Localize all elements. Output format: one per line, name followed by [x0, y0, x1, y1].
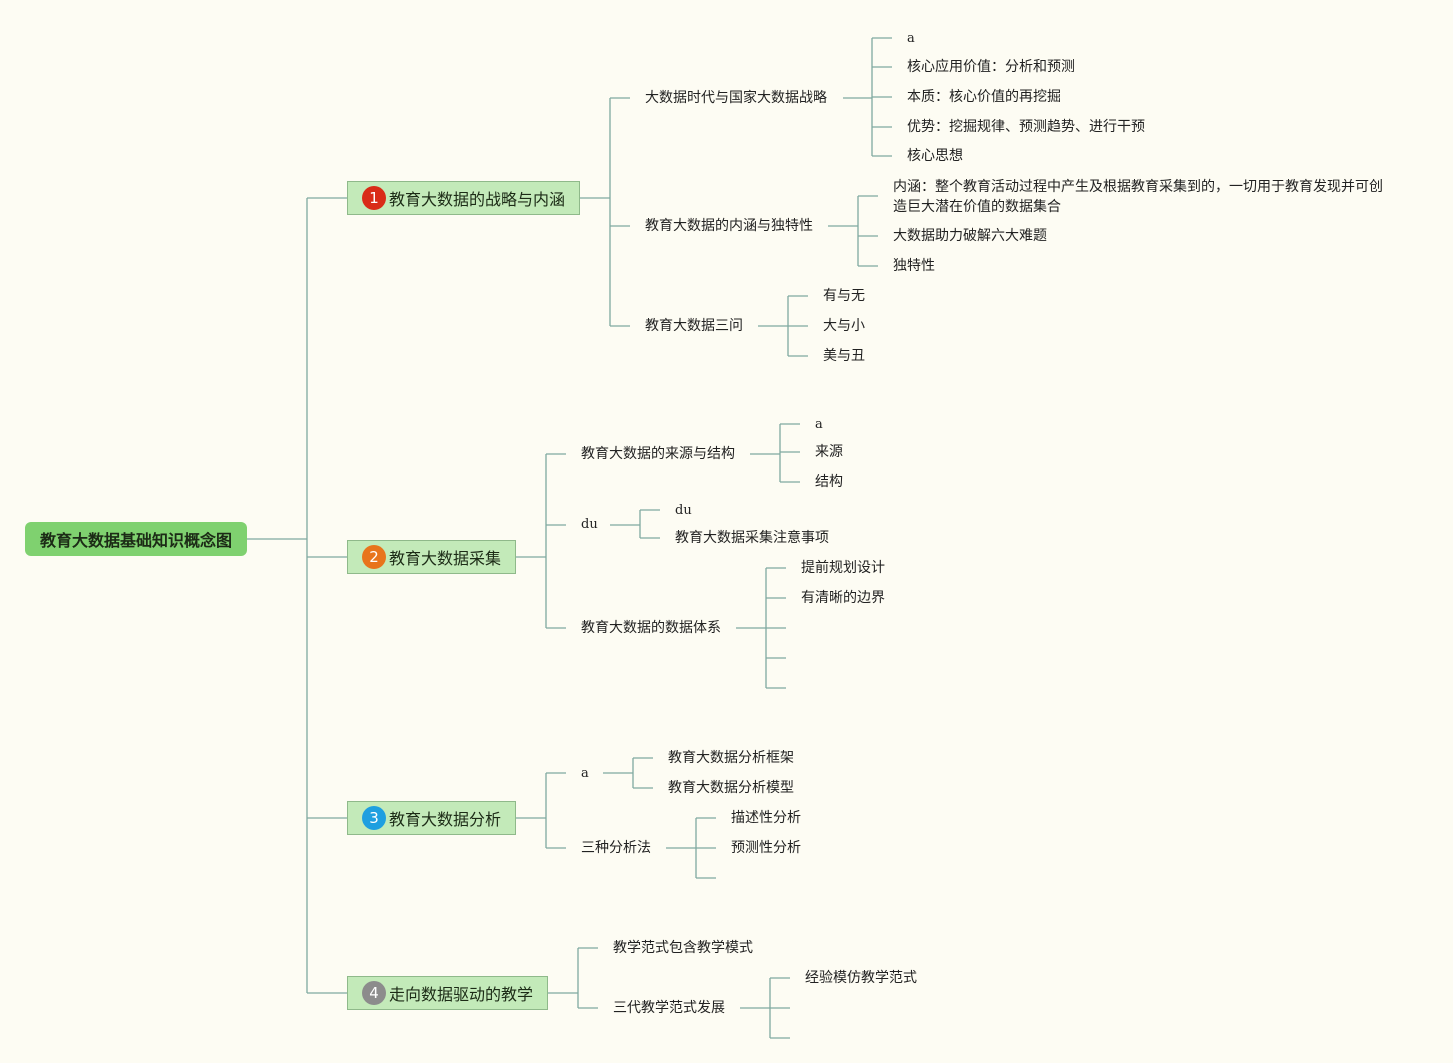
subtopic-3-1[interactable]: a — [581, 766, 589, 781]
leaf-node[interactable]: 核心思想 — [907, 148, 963, 164]
root-topic[interactable]: 教育大数据基础知识概念图 — [25, 522, 247, 556]
leaf-node[interactable]: a — [907, 31, 915, 46]
subtopic-1-2[interactable]: 教育大数据的内涵与独特性 — [645, 218, 813, 234]
leaf-node[interactable]: 大与小 — [823, 318, 865, 334]
subtopic-4-2[interactable]: 三代教学范式发展 — [613, 1000, 725, 1016]
leaf-node[interactable]: 结构 — [815, 474, 843, 490]
topic-label: 教育大数据采集 — [389, 549, 502, 568]
leaf-node[interactable]: du — [675, 503, 692, 518]
number-badge-icon: 4 — [362, 981, 386, 1005]
subtopic-1-1[interactable]: 大数据时代与国家大数据战略 — [645, 90, 827, 106]
leaf-node[interactable]: 优势：挖掘规律、预测趋势、进行干预 — [907, 119, 1145, 135]
topic-1[interactable]: 1 教育大数据的战略与内涵 — [347, 181, 580, 215]
topic-label: 教育大数据分析 — [389, 810, 502, 829]
subtopic-3-2[interactable]: 三种分析法 — [581, 840, 651, 856]
leaf-node[interactable]: 大数据助力破解六大难题 — [893, 228, 1047, 244]
topic-3[interactable]: 3 教育大数据分析 — [347, 801, 516, 835]
leaf-node[interactable]: 教育大数据采集注意事项 — [675, 530, 829, 546]
leaf-node[interactable]: 美与丑 — [823, 348, 865, 364]
leaf-node[interactable]: 本质：核心价值的再挖掘 — [907, 89, 1061, 105]
subtopic-2-3[interactable]: 教育大数据的数据体系 — [581, 620, 721, 636]
number-badge-icon: 2 — [362, 545, 386, 569]
leaf-node[interactable]: 有与无 — [823, 288, 865, 304]
leaf-node[interactable]: 教育大数据分析框架 — [668, 750, 794, 766]
topic-2[interactable]: 2 教育大数据采集 — [347, 540, 516, 574]
subtopic-1-3[interactable]: 教育大数据三问 — [645, 318, 743, 334]
topic-label: 走向数据驱动的教学 — [389, 985, 534, 1004]
topic-4[interactable]: 4 走向数据驱动的教学 — [347, 976, 548, 1010]
subtopic-2-2[interactable]: du — [581, 517, 598, 532]
leaf-node[interactable]: 教育大数据分析模型 — [668, 780, 794, 796]
leaf-node[interactable]: a — [815, 417, 823, 432]
leaf-node[interactable]: 来源 — [815, 444, 843, 460]
subtopic-4-1[interactable]: 教学范式包含教学模式 — [613, 940, 753, 956]
number-badge-icon: 1 — [362, 186, 386, 210]
leaf-node[interactable]: 有清晰的边界 — [801, 590, 885, 606]
topic-label: 教育大数据的战略与内涵 — [389, 190, 566, 209]
subtopic-2-1[interactable]: 教育大数据的来源与结构 — [581, 446, 735, 462]
leaf-node[interactable]: 提前规划设计 — [801, 560, 885, 576]
leaf-node[interactable]: 经验模仿教学范式 — [805, 970, 917, 986]
leaf-node[interactable]: 核心应用价值：分析和预测 — [907, 59, 1075, 75]
number-badge-icon: 3 — [362, 806, 386, 830]
leaf-node[interactable]: 预测性分析 — [731, 840, 801, 856]
leaf-node[interactable]: 独特性 — [893, 258, 935, 274]
leaf-node[interactable]: 描述性分析 — [731, 810, 801, 826]
leaf-node[interactable]: 内涵：整个教育活动过程中产生及根据教育采集到的，一切用于教育发现并可创造巨大潜在… — [893, 179, 1383, 215]
